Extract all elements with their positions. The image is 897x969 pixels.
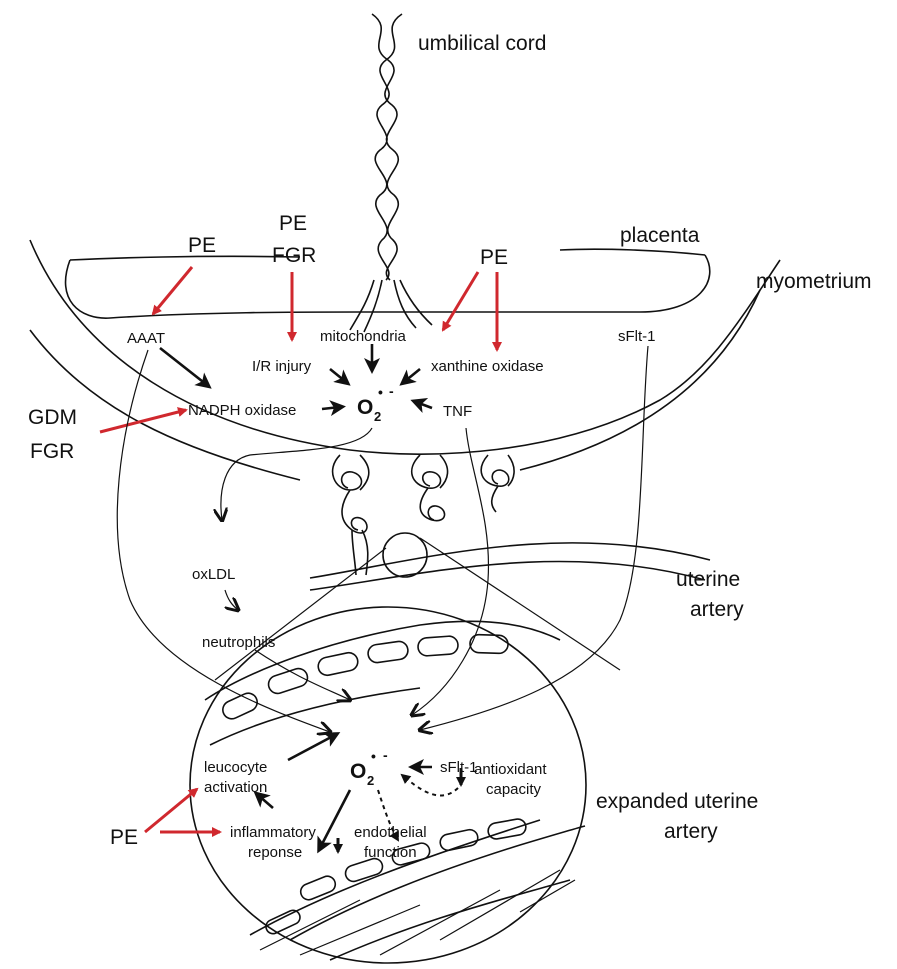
pe-left-label: PE (188, 234, 216, 257)
gdm-fgr-to-nadph-arrow (100, 410, 186, 432)
gdm-fgr-label-line2: FGR (30, 440, 74, 463)
antioxidant-label-line2: capacity (486, 781, 542, 798)
ir-injury-to-o2-arrow (330, 369, 346, 382)
o2-to-inflammatory-arrow (320, 790, 350, 848)
superoxide-artery-charge: - (383, 747, 388, 763)
umbilical-cord-shape (350, 14, 432, 332)
gdm-fgr-label-line1: GDM (28, 406, 77, 429)
o2-to-oxldl-path (221, 428, 372, 520)
inflammatory-label-line2: reponse (248, 844, 302, 861)
endothelial-label-line2: function (364, 844, 417, 861)
superoxide-artery-base: O (350, 760, 366, 783)
superoxide-placenta-radical: • (378, 384, 383, 400)
superoxide-placenta-base: O (357, 396, 373, 419)
pe-bottom-label: PE (110, 826, 138, 849)
tnf-to-o2-arrow (416, 402, 432, 408)
superoxide-artery-sub: 2 (367, 773, 374, 788)
sflt1-artery-label: sFlt-1 (440, 759, 478, 776)
superoxide-placenta-charge: - (389, 383, 394, 399)
expanded-artery-label-line1: expanded uterine (596, 790, 758, 813)
uterine-artery-shape (310, 533, 710, 590)
aaat-to-nadph-arrow (160, 348, 207, 385)
superoxide-placenta-sub: 2 (374, 409, 381, 424)
leucocyte-label-line2: activation (204, 779, 267, 796)
sflt1-placenta-label: sFlt-1 (618, 328, 656, 345)
neutrophils-label: neutrophils (202, 634, 275, 651)
nadph-to-o2-arrow (322, 407, 340, 409)
aaat-label: AAAT (127, 330, 165, 347)
endothelial-label-line1: endothelial (354, 824, 427, 841)
pe-to-leucocyte-arrow (145, 789, 197, 832)
antioxidant-to-o2-dashed-arrow (402, 775, 458, 796)
pe-to-mitochondria-arrow (443, 272, 478, 330)
umbilical-cord-label: umbilical cord (418, 32, 546, 55)
superoxide-artery-radical: • (371, 748, 376, 764)
tnf-to-artery-path (412, 428, 488, 715)
pe-to-aaat-arrow (153, 267, 192, 314)
inflammatory-label-line1: inflammatory (230, 824, 316, 841)
superoxide-artery: O 2 • - (350, 747, 388, 788)
pe-right-label: PE (480, 246, 508, 269)
ir-injury-label: I/R injury (252, 358, 312, 375)
leucocyte-label-line1: leucocyte (204, 759, 267, 776)
uterine-artery-label-line2: artery (690, 598, 744, 621)
antioxidant-label-line1: antioxidant (474, 761, 547, 778)
oxldl-to-neutrophils-path (225, 590, 238, 610)
inflammatory-to-leucocyte-arrow (258, 795, 273, 808)
xanthine-oxidase-label: xanthine oxidase (431, 358, 544, 375)
oxldl-label: oxLDL (192, 566, 235, 583)
pe-fgr-label-line2: FGR (272, 244, 316, 267)
labels: umbilical cord placenta myometrium uteri… (28, 32, 872, 861)
leucocyte-to-o2-arrow (288, 735, 335, 760)
placenta-source-arrows (160, 344, 432, 409)
uterine-artery-label-line1: uterine (676, 568, 740, 591)
myometrium-label: myometrium (756, 270, 872, 293)
xanthine-to-o2-arrow (404, 369, 420, 382)
placenta-label: placenta (620, 224, 700, 247)
neutrophils-to-artery-path (255, 650, 350, 700)
mitochondria-label: mitochondria (320, 328, 407, 345)
nadph-oxidase-label: NADPH oxidase (188, 402, 296, 419)
tnf-label: TNF (443, 403, 472, 420)
expanded-artery-label-line2: artery (664, 820, 718, 843)
placenta-shape (30, 240, 780, 480)
pe-fgr-label-line1: PE (279, 212, 307, 235)
superoxide-placenta: O 2 • - (357, 383, 394, 424)
